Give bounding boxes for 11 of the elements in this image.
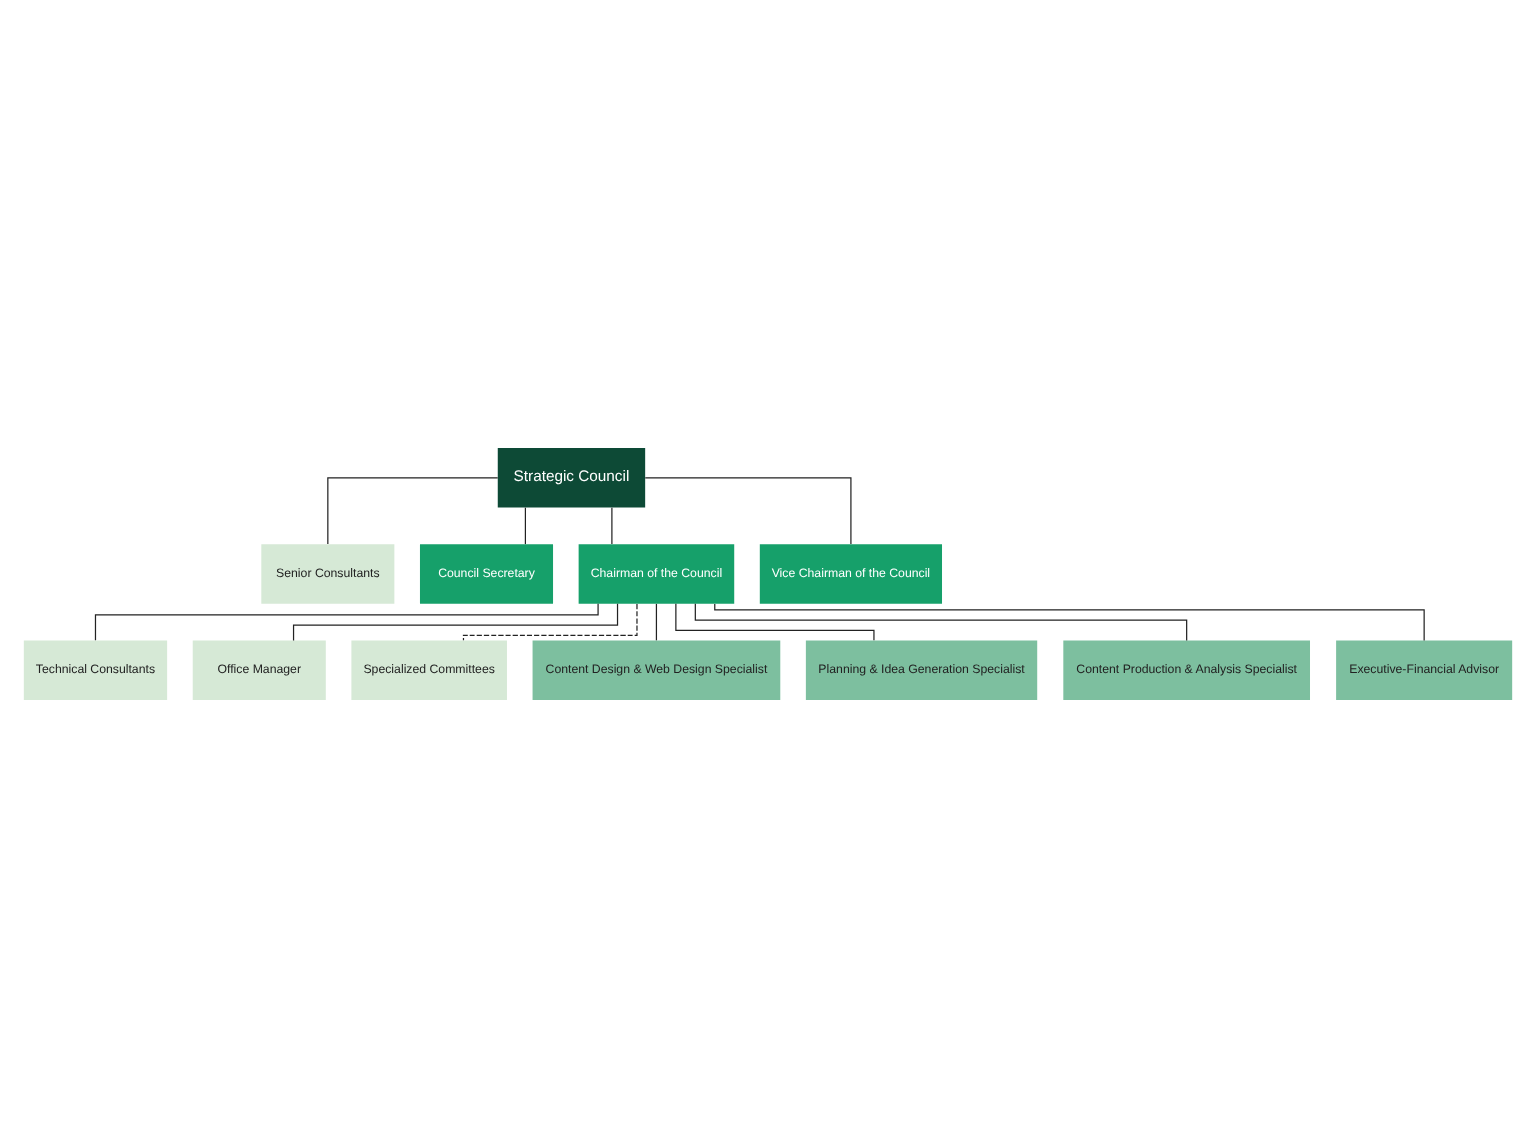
connector bbox=[292, 602, 619, 641]
connector bbox=[655, 602, 658, 640]
connector bbox=[327, 476, 499, 544]
connector bbox=[714, 602, 1425, 640]
connector bbox=[675, 602, 875, 640]
connector bbox=[694, 602, 1188, 641]
connector bbox=[524, 506, 526, 544]
connector bbox=[611, 506, 613, 544]
connector bbox=[644, 476, 852, 544]
connector bbox=[462, 602, 638, 640]
connector bbox=[94, 602, 599, 640]
